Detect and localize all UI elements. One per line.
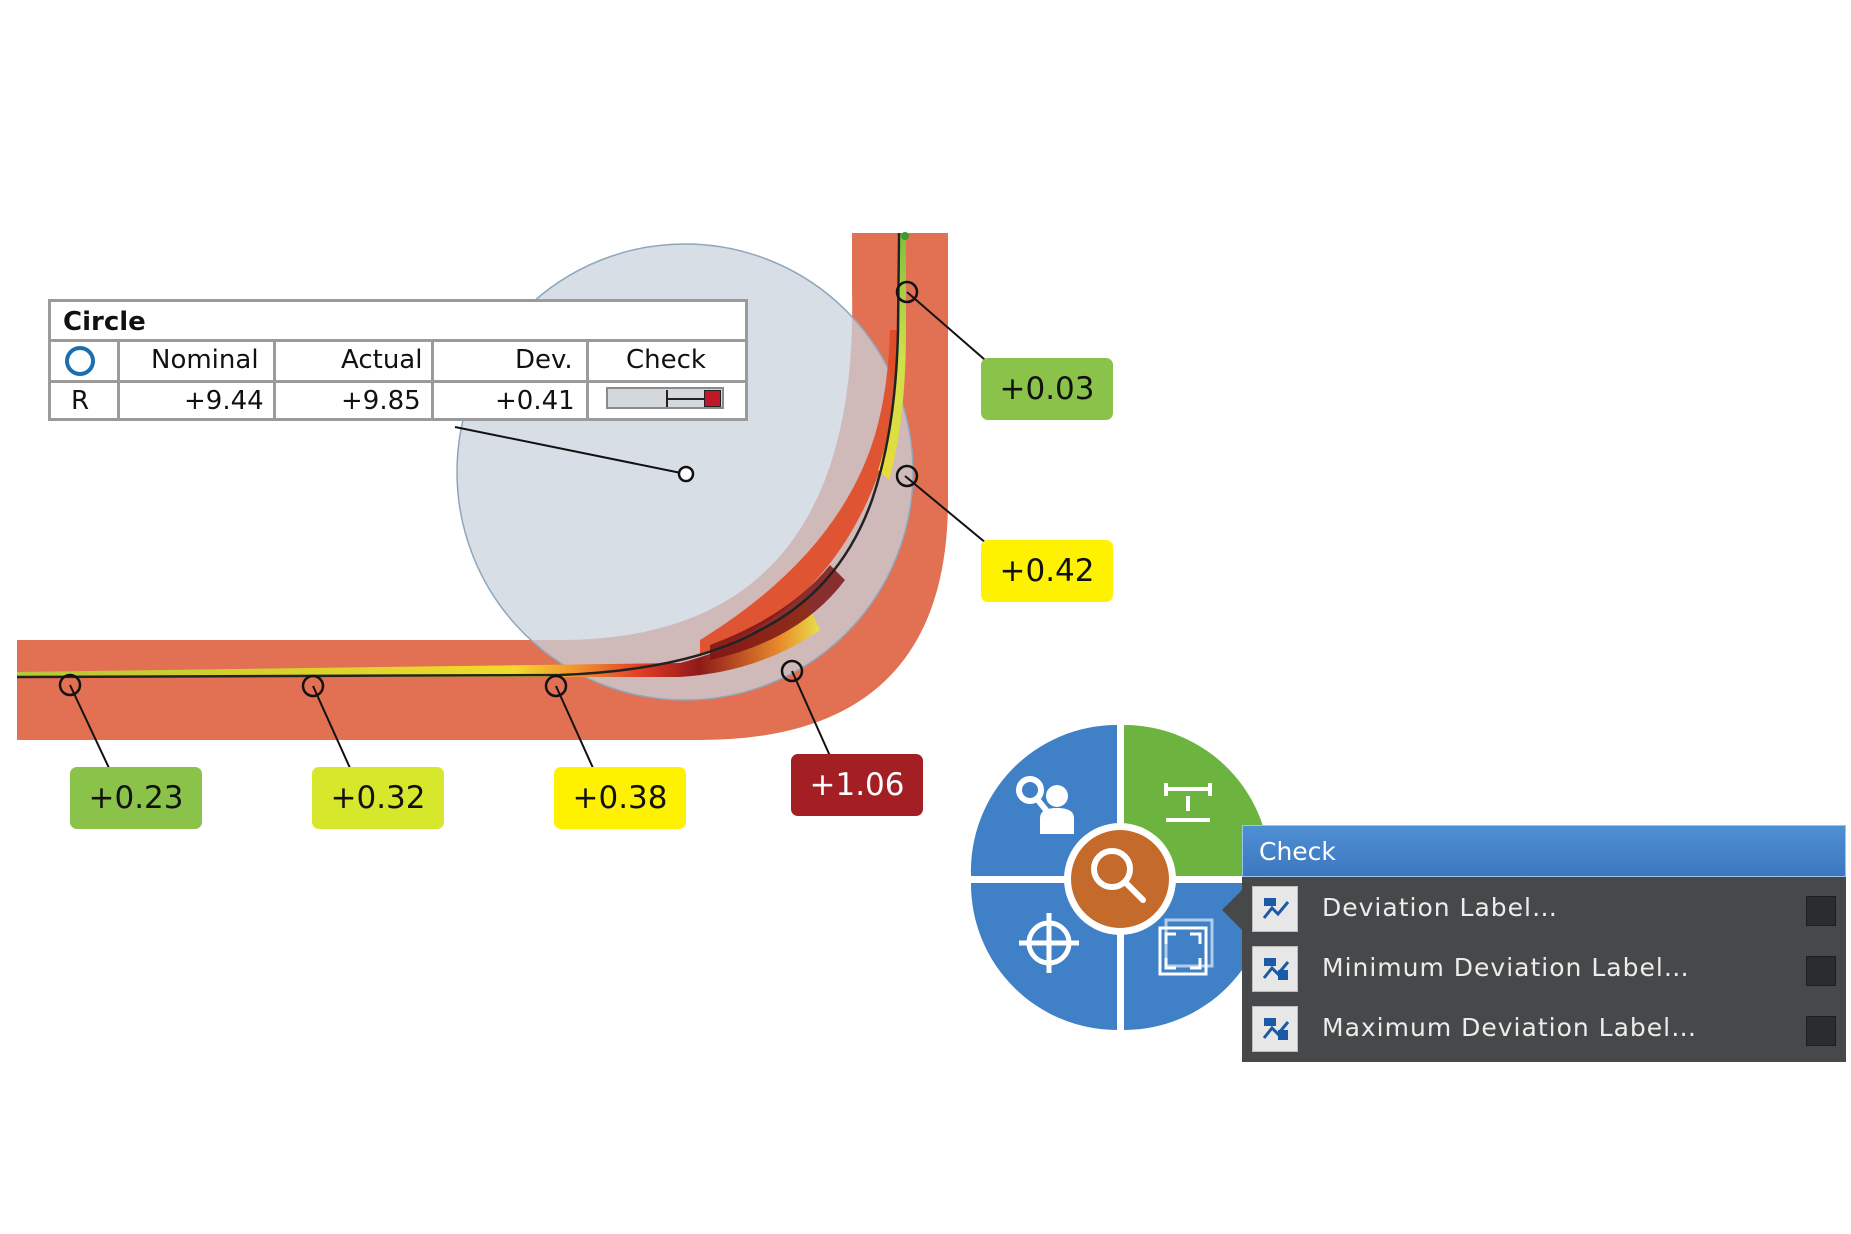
point-marker [544, 674, 568, 698]
out-of-tolerance-marker [704, 390, 721, 407]
circle-center-marker [677, 465, 695, 483]
check-menu: Check Deviation Label… Minimum Deviation… [1242, 825, 1846, 1062]
dimension-icon [1164, 783, 1212, 822]
measured-contour-line [16, 232, 901, 679]
menu-item-min-deviation-label[interactable]: Minimum Deviation Label… [1242, 941, 1846, 997]
deviation-label[interactable]: +0.32 [312, 767, 444, 829]
max-deviation-label-icon [1252, 1006, 1298, 1052]
header-actual: Actual [341, 345, 423, 375]
deviation-label-icon [1252, 886, 1298, 932]
row-label: R [71, 386, 90, 416]
menu-item-deviation-label[interactable]: Deviation Label… [1242, 881, 1846, 937]
check-menu-title: Check [1242, 825, 1846, 877]
divider [117, 342, 120, 418]
deviation-label[interactable]: +0.03 [981, 358, 1113, 420]
divider [273, 342, 276, 418]
divider [431, 342, 434, 418]
menu-item-checkbox[interactable] [1806, 956, 1836, 986]
menu-item-checkbox[interactable] [1806, 896, 1836, 926]
divider [51, 380, 745, 383]
point-marker [895, 280, 919, 304]
measurement-points [58, 280, 919, 698]
radial-segment-dimension[interactable] [1124, 724, 1271, 876]
deviation-label[interactable]: +0.42 [981, 540, 1113, 602]
magnifier-icon [1091, 848, 1146, 903]
menu-item-checkbox[interactable] [1806, 1016, 1836, 1046]
circle-feature-icon [65, 346, 95, 376]
tolerance-check-bar [606, 387, 724, 409]
table-title: Circle [63, 307, 146, 337]
radial-menu[interactable] [970, 724, 1271, 1030]
crosshair-icon [1019, 913, 1079, 973]
radial-segment-user-settings[interactable] [970, 724, 1117, 876]
value-actual: +9.85 [341, 386, 421, 416]
circle-measurement-table: Circle Nominal Actual Dev. Check R +9.44… [48, 299, 748, 421]
divider [51, 339, 745, 342]
leader-lines [69, 291, 993, 769]
radial-segment-target[interactable] [970, 883, 1117, 1030]
user-gear-icon [1016, 776, 1074, 834]
deviation-label[interactable]: +0.38 [554, 767, 686, 829]
deviation-label[interactable]: +0.23 [70, 767, 202, 829]
deviation-band-corner [700, 330, 905, 655]
value-nominal: +9.44 [184, 386, 264, 416]
menu-item-max-deviation-label[interactable]: Maximum Deviation Label… [1242, 1001, 1846, 1057]
header-dev: Dev. [515, 345, 573, 375]
header-nominal: Nominal [151, 345, 259, 375]
menu-pointer [1222, 888, 1244, 932]
fit-view-icon [1158, 918, 1214, 976]
min-deviation-label-icon [1252, 946, 1298, 992]
deviation-label[interactable]: +1.06 [791, 754, 923, 816]
point-marker [301, 674, 325, 698]
divider [586, 342, 589, 418]
deviation-band-corner-dark [710, 565, 845, 660]
value-dev: +0.41 [495, 386, 575, 416]
point-marker [780, 659, 804, 683]
contour-end-point [901, 232, 909, 240]
point-marker [895, 464, 919, 488]
point-marker [58, 673, 82, 697]
radial-center-button[interactable] [1071, 830, 1169, 928]
header-check: Check [626, 345, 706, 375]
